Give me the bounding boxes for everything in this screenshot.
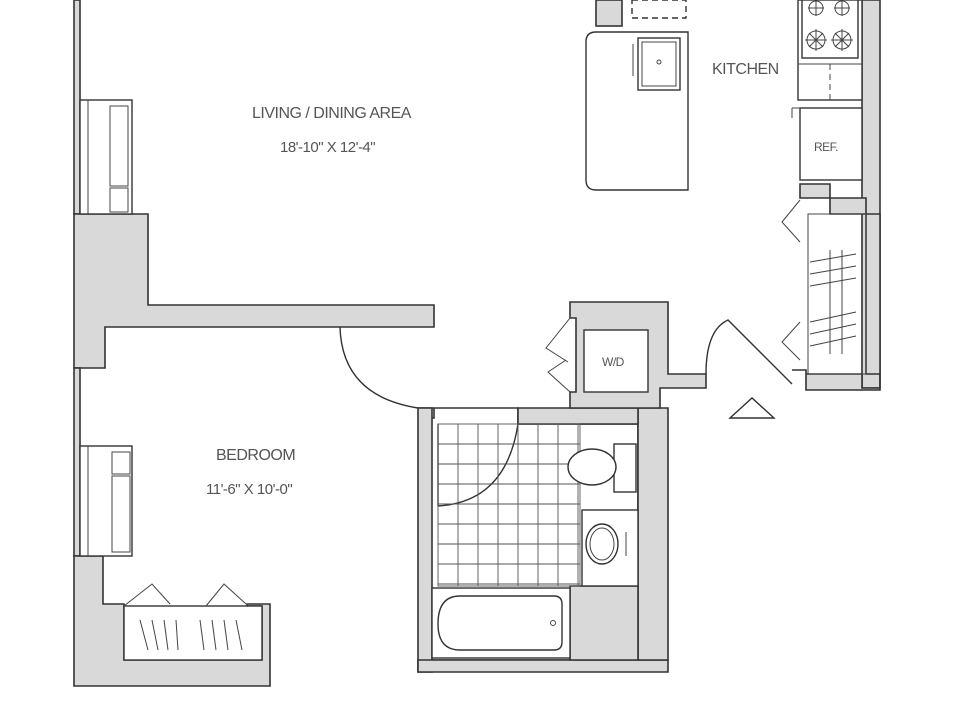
bedroom-door bbox=[339, 326, 419, 409]
hall-closet bbox=[781, 199, 857, 361]
interior-walls bbox=[417, 183, 881, 673]
bathtub-icon bbox=[431, 587, 571, 659]
washer-dryer-label: W/D bbox=[602, 355, 625, 369]
wd-closet-doors bbox=[545, 317, 571, 393]
bedroom-name: BEDROOM bbox=[216, 447, 295, 464]
entry-door bbox=[705, 319, 793, 385]
kitchen-name: KITCHEN bbox=[712, 61, 779, 78]
living-room-name: LIVING / DINING AREA bbox=[252, 105, 412, 122]
stove-icon bbox=[801, 0, 859, 59]
sink-icon bbox=[581, 509, 639, 587]
toilet-icon bbox=[567, 443, 637, 493]
entry-arrow-icon bbox=[728, 397, 776, 419]
window-bedroom bbox=[79, 445, 133, 557]
refrigerator-label: REF. bbox=[814, 140, 838, 154]
bedroom-closet bbox=[123, 583, 263, 661]
exterior-walls bbox=[73, 0, 881, 687]
window-living bbox=[79, 99, 133, 215]
living-room-dims: 18'-10" X 12'-4" bbox=[280, 139, 375, 156]
refrigerator-icon: REF. bbox=[791, 107, 863, 181]
bedroom-dims: 11'-6" X 10'-0" bbox=[206, 481, 292, 498]
kitchen-island bbox=[585, 31, 689, 191]
bathroom-tile-floor bbox=[437, 423, 581, 587]
